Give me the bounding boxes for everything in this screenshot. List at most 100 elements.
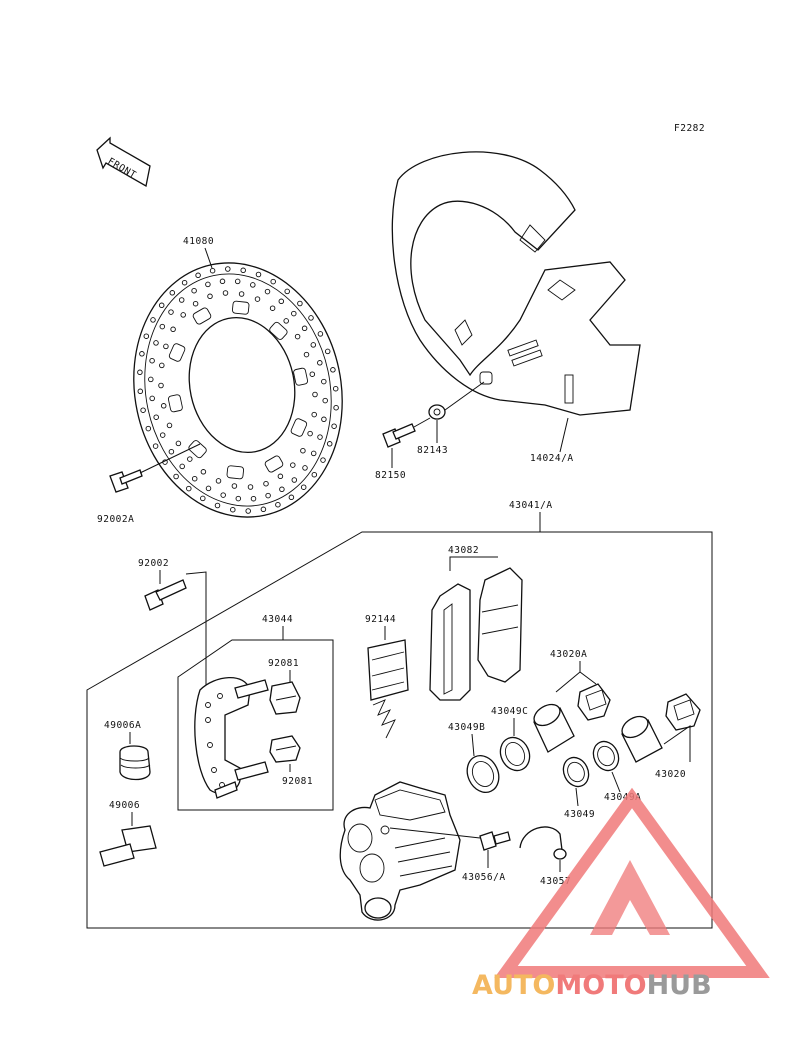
disc-hole bbox=[215, 478, 222, 484]
front-arrow-icon: FRONT bbox=[96, 136, 151, 188]
disc-slot bbox=[167, 394, 183, 413]
shim-top bbox=[269, 681, 301, 715]
disc-hole bbox=[317, 331, 324, 337]
disc-hole bbox=[290, 462, 296, 468]
disc-hole bbox=[291, 477, 298, 483]
disc-hole bbox=[158, 382, 164, 389]
watermark-triangle bbox=[494, 787, 770, 978]
brake-pad-left bbox=[429, 583, 471, 701]
label-43049B: 43049B bbox=[448, 722, 485, 733]
disc-hole bbox=[234, 278, 241, 285]
caliper-holder bbox=[194, 677, 269, 799]
caliper-body bbox=[339, 781, 461, 921]
disc-hole bbox=[250, 495, 257, 502]
disc-hole bbox=[170, 326, 176, 333]
disc-hole bbox=[310, 342, 317, 348]
disc-slot bbox=[168, 343, 186, 362]
disc-hole bbox=[159, 323, 166, 330]
disc-hole bbox=[209, 267, 216, 274]
disc-hole bbox=[265, 492, 271, 499]
disc-hole bbox=[200, 495, 206, 502]
watermark-auto: AUTO bbox=[472, 970, 555, 1001]
disc-hole bbox=[159, 362, 165, 369]
disc-hole bbox=[270, 278, 276, 285]
disc-hole bbox=[311, 411, 317, 418]
disc-hole bbox=[278, 298, 285, 305]
label-43020: 43020 bbox=[655, 769, 686, 780]
disc-hole bbox=[143, 333, 150, 339]
watermark-hub: HUB bbox=[647, 970, 712, 1001]
disc-hole bbox=[326, 441, 333, 447]
disc-hole bbox=[191, 287, 197, 294]
label-43049A: 43049A bbox=[604, 792, 641, 803]
brake-pad-right bbox=[477, 567, 523, 683]
watermark-text: AUTOMOTOHUB bbox=[472, 970, 712, 1001]
disc-hole bbox=[300, 484, 307, 490]
label-14024A: 14024/A bbox=[530, 453, 574, 464]
disc-hole bbox=[222, 290, 229, 296]
disc-hole bbox=[181, 279, 188, 286]
disc-hole bbox=[230, 506, 236, 513]
disc-hole bbox=[187, 456, 193, 462]
disc-hole bbox=[312, 391, 318, 398]
disc-hole bbox=[192, 300, 199, 307]
disc-hole bbox=[231, 483, 238, 489]
label-43049: 43049 bbox=[564, 809, 595, 820]
disc-hole bbox=[186, 485, 192, 492]
disc-hole bbox=[137, 388, 144, 395]
disc-hole bbox=[220, 492, 226, 498]
disc-hole bbox=[254, 296, 261, 302]
disc-hole bbox=[324, 348, 331, 355]
label-43057: 43057 bbox=[540, 876, 571, 887]
label-43020A: 43020A bbox=[550, 649, 587, 660]
disc-hole bbox=[310, 450, 317, 457]
disc-hole bbox=[284, 288, 290, 295]
disc-slot bbox=[293, 367, 309, 386]
seal-a bbox=[592, 740, 620, 772]
disc-hole bbox=[320, 457, 326, 463]
caliper-bolt bbox=[144, 579, 187, 611]
disc-slot bbox=[290, 418, 308, 437]
disc-hole bbox=[205, 281, 211, 288]
label-92144: 92144 bbox=[365, 614, 396, 625]
disc-slot bbox=[264, 455, 284, 473]
disc-hole bbox=[330, 367, 336, 373]
seal bbox=[562, 756, 590, 788]
disc-hole bbox=[275, 501, 281, 508]
figure-code: F2282 bbox=[674, 123, 705, 134]
caliper-assy-box bbox=[86, 531, 713, 929]
disc-hole bbox=[277, 473, 284, 480]
disc-hole bbox=[294, 333, 301, 340]
disc-hole bbox=[238, 291, 245, 297]
piston-a-boot bbox=[577, 683, 611, 721]
disc-hole bbox=[149, 357, 155, 364]
holder-box bbox=[177, 639, 334, 811]
disc-hole bbox=[207, 293, 213, 300]
disc-hole bbox=[169, 290, 176, 296]
disc-slot bbox=[269, 321, 288, 340]
piston-a bbox=[533, 703, 575, 753]
disc-slot bbox=[231, 300, 250, 315]
disc-hole bbox=[264, 288, 271, 295]
washer bbox=[428, 404, 446, 420]
disc-hole bbox=[333, 404, 339, 411]
disc-hole bbox=[152, 443, 159, 449]
disc-hole bbox=[214, 502, 221, 509]
boot bbox=[119, 745, 151, 781]
disc-hole bbox=[291, 310, 297, 317]
disc-hole bbox=[240, 267, 246, 274]
disc-hole bbox=[191, 475, 198, 482]
disc-hole bbox=[166, 422, 173, 429]
label-82150: 82150 bbox=[375, 470, 406, 481]
disc-hole bbox=[245, 508, 251, 514]
disc-hole bbox=[150, 317, 156, 323]
disc-hole bbox=[139, 351, 145, 357]
disc-hole bbox=[309, 371, 316, 377]
disc-hole bbox=[300, 447, 306, 454]
disc-hole bbox=[321, 378, 327, 385]
disc-slot bbox=[192, 307, 212, 325]
disc-hole bbox=[307, 430, 313, 437]
cover-bolt bbox=[382, 423, 416, 448]
label-92002A: 92002A bbox=[97, 514, 134, 525]
